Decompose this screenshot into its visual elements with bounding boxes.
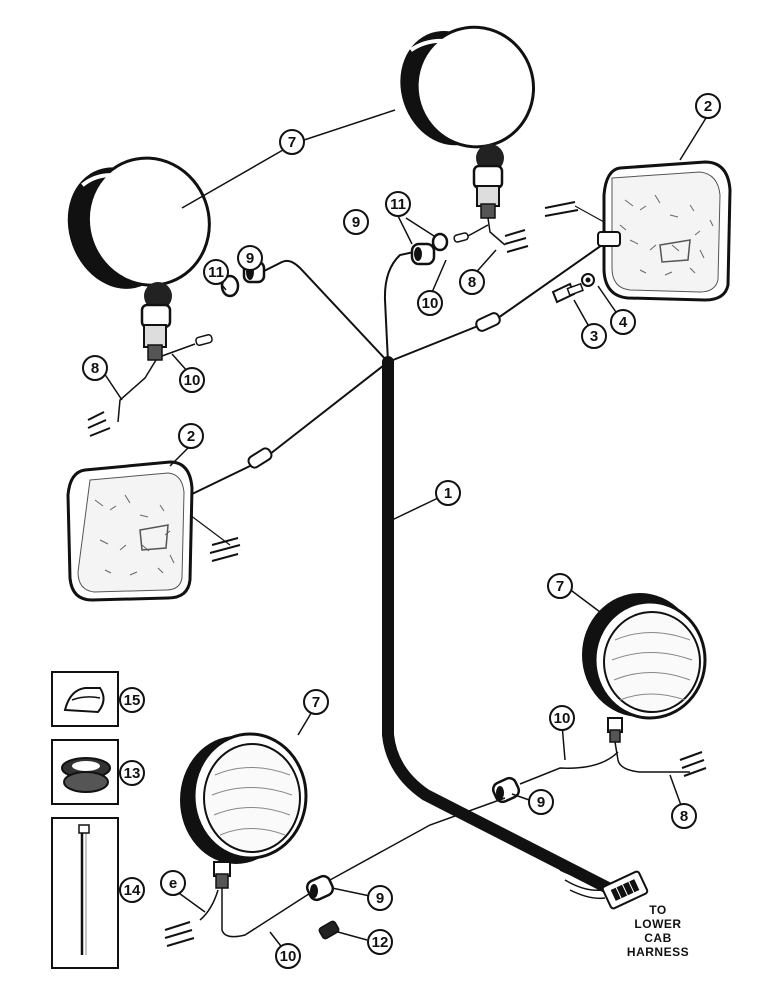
svg-text:HARNESS: HARNESS (627, 945, 689, 959)
harness-note: TO LOWER CAB HARNESS (627, 903, 689, 959)
svg-text:10: 10 (422, 295, 439, 312)
work-lamp-top-center (400, 25, 536, 253)
svg-text:13: 13 (124, 765, 141, 782)
svg-text:8: 8 (468, 274, 476, 291)
svg-text:1: 1 (444, 485, 452, 502)
svg-text:CAB: CAB (644, 931, 672, 945)
svg-text:10: 10 (554, 710, 571, 727)
svg-text:LOWER: LOWER (634, 917, 681, 931)
callout-15: 15 (119, 687, 145, 713)
svg-text:8: 8 (680, 808, 688, 825)
svg-text:11: 11 (390, 196, 406, 213)
harness-connector (601, 870, 649, 910)
callout-7-top: 7 (279, 129, 305, 155)
svg-text:2: 2 (187, 428, 195, 445)
callout-8-center: 8 (459, 269, 485, 295)
svg-text:9: 9 (352, 214, 360, 231)
svg-text:7: 7 (312, 694, 320, 711)
callout-9-bottom-left: 9 (367, 885, 393, 911)
svg-text:8: 8 (91, 360, 99, 377)
bolt-part (551, 282, 584, 304)
svg-text:15: 15 (124, 692, 141, 709)
callout-14: 14 (119, 877, 145, 903)
svg-text:14: 14 (124, 882, 141, 899)
nut-part (581, 273, 595, 287)
callout-13: 13 (119, 760, 145, 786)
callout-11-center: 11 (385, 191, 411, 217)
inset-grommet (51, 739, 119, 805)
callout-9-bottom-mid: 9 (528, 789, 554, 815)
o-ring-center (431, 232, 449, 252)
inset-clip (51, 671, 119, 727)
main-harness (189, 237, 614, 900)
svg-text:11: 11 (208, 264, 224, 281)
svg-text:2: 2 (704, 98, 712, 115)
callout-10-center: 10 (417, 290, 443, 316)
work-lamp-bottom-right (519, 593, 707, 785)
svg-text:9: 9 (376, 890, 384, 907)
callout-1: 1 (435, 480, 461, 506)
svg-text:3: 3 (590, 328, 598, 345)
callout-12: 12 (367, 929, 393, 955)
callout-10-right: 10 (549, 705, 575, 731)
svg-text:4: 4 (619, 314, 628, 331)
callout-2-left: 2 (178, 423, 204, 449)
svg-text:TO: TO (649, 903, 666, 917)
svg-text:7: 7 (556, 578, 564, 595)
svg-text:12: 12 (372, 934, 389, 951)
rect-lamp-right (544, 160, 732, 302)
svg-text:10: 10 (184, 372, 201, 389)
grommet-bottom-center (491, 776, 521, 804)
svg-text:9: 9 (537, 794, 545, 811)
callout-7-right: 7 (547, 573, 573, 599)
inset-tie-strap (51, 817, 119, 969)
svg-text:7: 7 (288, 134, 296, 151)
callout-11-left: 11 (203, 259, 229, 285)
work-lamp-bottom-left (164, 732, 316, 947)
grommet-center-top (410, 242, 436, 266)
callout-10-left: 10 (179, 367, 205, 393)
rect-lamp-left (66, 460, 241, 602)
svg-text:e: e (169, 875, 177, 892)
callout-7-bottom: 7 (303, 689, 329, 715)
callout-8-right: 8 (671, 803, 697, 829)
grommet-bottom-left (305, 874, 335, 902)
svg-text:10: 10 (280, 948, 297, 965)
callout-8-top-left: 8 (82, 355, 108, 381)
callout-8-bottom-left: e (160, 870, 186, 896)
callout-4: 4 (610, 309, 636, 335)
pin-center (453, 224, 489, 243)
callout-2-top: 2 (695, 93, 721, 119)
callout-9-center: 9 (343, 209, 369, 235)
sleeve-part (318, 920, 340, 940)
callout-3: 3 (581, 323, 607, 349)
callout-10-bottom: 10 (275, 943, 301, 969)
callout-9-left: 9 (237, 245, 263, 271)
work-lamp-top-left (67, 156, 213, 437)
svg-text:9: 9 (246, 250, 254, 267)
